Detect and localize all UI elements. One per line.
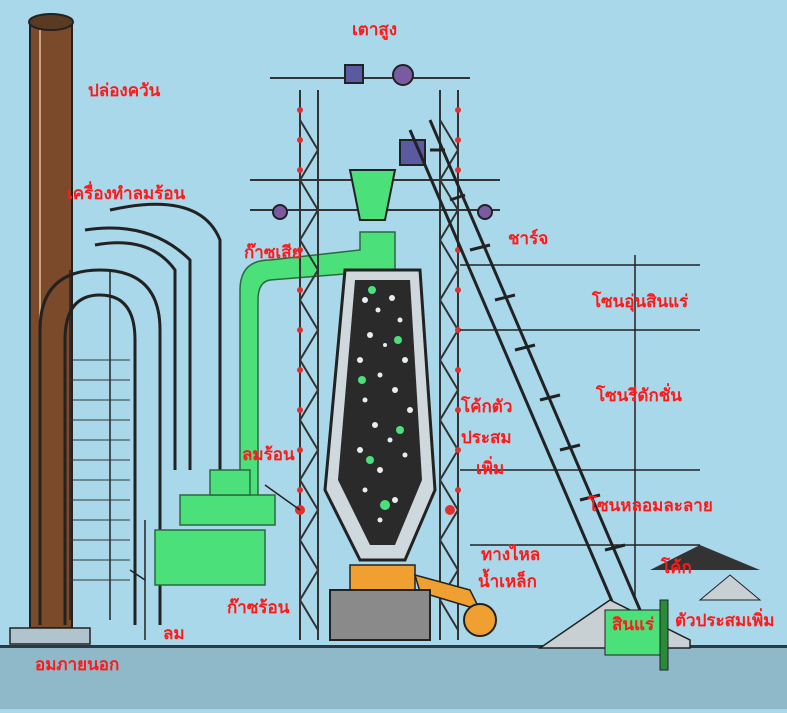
ore-label: สินแร่ — [612, 617, 654, 634]
coke-additive-label-2: ประสม — [461, 430, 512, 447]
chimney — [10, 14, 90, 644]
stove-bricks — [70, 360, 130, 580]
hot-gas-label: ก๊าซร้อน — [227, 600, 289, 617]
iron-channel-label-1: ทางไหล — [481, 547, 540, 564]
reduction-zone-label: โซนรีดักชั่น — [596, 388, 682, 405]
coke-label: โค้ก — [661, 560, 692, 577]
charge-label: ชาร์จ — [508, 231, 548, 248]
ore-heating-zone-label: โซนอุ่นสินแร่ — [592, 294, 688, 311]
hot-air-label: ลมร้อน — [242, 447, 295, 464]
additive-label: ตัวประสมเพิ่ม — [675, 613, 774, 630]
chimney-label: ปล่องควัน — [88, 83, 160, 100]
title-label: เตาสูง — [352, 22, 397, 39]
melting-zone-label: โซนหลอมละลาย — [588, 498, 713, 515]
air-label: ลม — [163, 626, 185, 643]
iron-channel-label-2: น้ำเหล็ก — [478, 574, 537, 591]
molten-iron — [330, 565, 496, 640]
furnace-shell — [325, 270, 435, 560]
hot-air-machine-label: เครื่องทำลมร้อน — [67, 186, 185, 203]
outside-air-label: อมภายนอก — [35, 657, 119, 674]
waste-gas-label: ก๊าซเสีย — [244, 245, 302, 262]
coke-additive-label-3: เพิ่ม — [476, 461, 504, 478]
coke-additive-label-1: โค้กตัว — [461, 399, 512, 416]
